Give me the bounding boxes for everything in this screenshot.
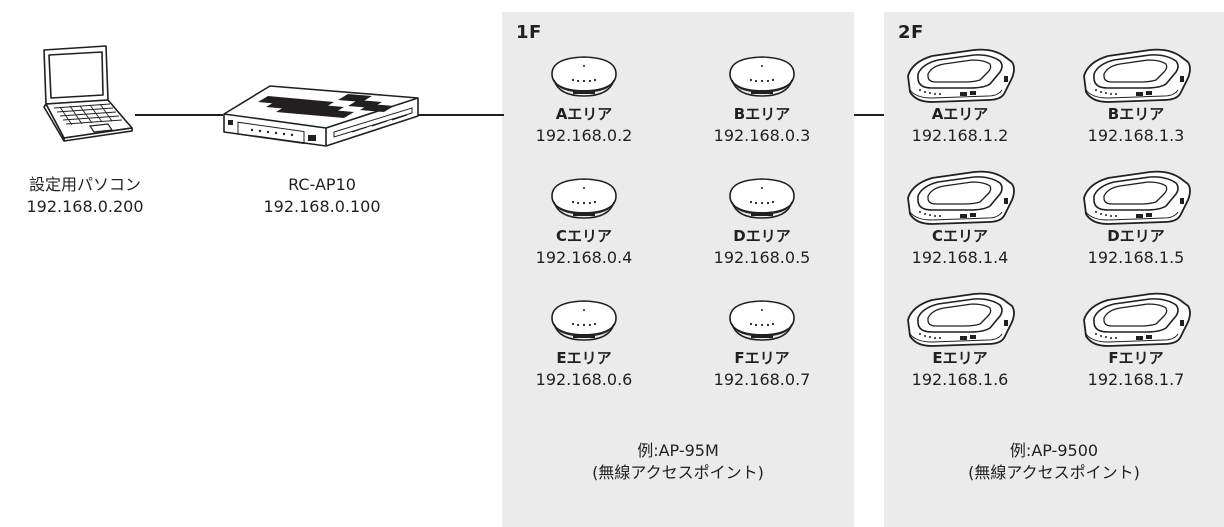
ap-area-name: Aエリア bbox=[555, 105, 613, 123]
ap-area-name: Bエリア bbox=[1107, 105, 1165, 123]
floor2-ap-label: Eエリア 192.168.1.6 bbox=[890, 348, 1030, 390]
ap-area-name: Eエリア bbox=[932, 349, 988, 367]
floor1-ap-label: Cエリア 192.168.0.4 bbox=[514, 226, 654, 268]
link-floor1-floor2 bbox=[854, 114, 884, 116]
box-access-point-icon bbox=[1083, 170, 1191, 225]
floor2-ap-label: Bエリア 192.168.1.3 bbox=[1066, 104, 1206, 146]
round-access-point-icon bbox=[551, 56, 617, 97]
round-access-point-icon bbox=[729, 300, 795, 341]
ap-ip-address: 192.168.0.7 bbox=[713, 370, 811, 389]
floor2-ap-label: Dエリア 192.168.1.5 bbox=[1066, 226, 1206, 268]
floor1-label: 1F bbox=[516, 22, 542, 43]
ap-ip-address: 192.168.1.3 bbox=[1087, 126, 1185, 145]
ap-ip-address: 192.168.1.5 bbox=[1087, 248, 1185, 267]
ap-ip-address: 192.168.1.7 bbox=[1087, 370, 1185, 389]
box-access-point-icon bbox=[907, 170, 1015, 225]
box-access-point-icon bbox=[907, 48, 1015, 103]
floor2-label: 2F bbox=[898, 22, 924, 43]
ap-area-name: Eエリア bbox=[556, 349, 612, 367]
controller-label: RC-AP10 192.168.0.100 bbox=[232, 174, 412, 218]
ap-ip-address: 192.168.0.6 bbox=[535, 370, 633, 389]
ap-ip-address: 192.168.0.4 bbox=[535, 248, 633, 267]
floor2-model: 例:AP-9500 bbox=[1009, 441, 1099, 460]
floor1-ap-label: Fエリア 192.168.0.7 bbox=[692, 348, 832, 390]
ap-ip-address: 192.168.1.6 bbox=[911, 370, 1009, 389]
floor1-panel bbox=[502, 12, 854, 527]
floor1-model: 例:AP-95M bbox=[637, 441, 719, 460]
box-access-point-icon bbox=[1083, 292, 1191, 347]
floor1-ap-label: Dエリア 192.168.0.5 bbox=[692, 226, 832, 268]
ap-area-name: Fエリア bbox=[1108, 349, 1164, 367]
laptop-icon bbox=[43, 45, 133, 142]
ap-area-name: Bエリア bbox=[733, 105, 791, 123]
pc-label: 設定用パソコン 192.168.0.200 bbox=[0, 174, 170, 218]
controller-ip: 192.168.0.100 bbox=[263, 197, 381, 216]
floor2-model-label: 例:AP-9500 (無線アクセスポイント) bbox=[884, 440, 1224, 484]
link-controller-floor1 bbox=[416, 114, 504, 116]
box-access-point-icon bbox=[1083, 48, 1191, 103]
floor1-ap-label: Bエリア 192.168.0.3 bbox=[692, 104, 832, 146]
floor2-ap-label: Fエリア 192.168.1.7 bbox=[1066, 348, 1206, 390]
ap-area-name: Aエリア bbox=[931, 105, 989, 123]
round-access-point-icon bbox=[551, 178, 617, 219]
pc-ip: 192.168.0.200 bbox=[26, 197, 144, 216]
controller-name: RC-AP10 bbox=[288, 175, 356, 194]
ap-area-name: Fエリア bbox=[734, 349, 790, 367]
floor1-ap-label: Aエリア 192.168.0.2 bbox=[514, 104, 654, 146]
link-pc-controller bbox=[135, 114, 223, 116]
floor2-ap-label: Aエリア 192.168.1.2 bbox=[890, 104, 1030, 146]
floor2-type: (無線アクセスポイント) bbox=[968, 463, 1140, 482]
floor1-type: (無線アクセスポイント) bbox=[592, 463, 764, 482]
ap-ip-address: 192.168.0.2 bbox=[535, 126, 633, 145]
round-access-point-icon bbox=[551, 300, 617, 341]
pc-name: 設定用パソコン bbox=[28, 175, 141, 194]
ap-area-name: Cエリア bbox=[931, 227, 988, 245]
round-access-point-icon bbox=[729, 56, 795, 97]
ap-ip-address: 192.168.1.2 bbox=[911, 126, 1009, 145]
ap-ip-address: 192.168.1.4 bbox=[911, 248, 1009, 267]
ap-area-name: Cエリア bbox=[555, 227, 612, 245]
ap-area-name: Dエリア bbox=[1107, 227, 1165, 245]
ap-ip-address: 192.168.0.5 bbox=[713, 248, 811, 267]
ap-area-name: Dエリア bbox=[733, 227, 791, 245]
round-access-point-icon bbox=[729, 178, 795, 219]
box-access-point-icon bbox=[907, 292, 1015, 347]
controller-device-icon bbox=[223, 85, 419, 147]
floor1-model-label: 例:AP-95M (無線アクセスポイント) bbox=[502, 440, 854, 484]
floor1-ap-label: Eエリア 192.168.0.6 bbox=[514, 348, 654, 390]
floor2-ap-label: Cエリア 192.168.1.4 bbox=[890, 226, 1030, 268]
ap-ip-address: 192.168.0.3 bbox=[713, 126, 811, 145]
